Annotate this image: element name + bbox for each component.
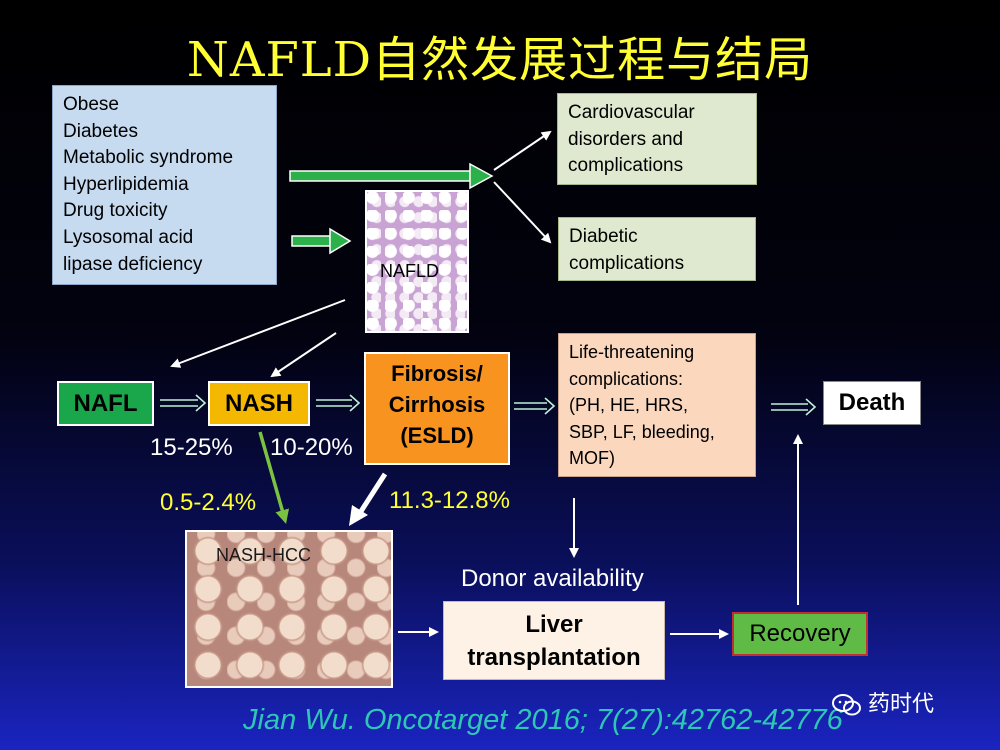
fibrosis-line: Cirrhosis	[388, 392, 486, 417]
diabetic-line: Diabetic	[569, 226, 638, 247]
cardiovascular-box: Cardiovascular disorders and complicatio…	[557, 93, 757, 185]
cardio-line: Cardiovascular	[568, 102, 695, 123]
arrow-nafl-to-nash	[160, 394, 207, 412]
arrow-nafld-to-nafl	[170, 299, 346, 368]
rate-nafl-to-nash: 15-25%	[150, 434, 233, 461]
page-title: NAFLD自然发展过程与结局	[186, 32, 814, 88]
arrow-to-cardio	[493, 130, 552, 171]
nafld-histology-image	[365, 190, 469, 333]
wechat-icon	[832, 694, 861, 716]
cardio-line: disorders and	[568, 128, 684, 150]
arrow-nafld-to-nash	[270, 332, 337, 378]
life-line: Life-threatening	[569, 342, 695, 362]
recovery-box: Recovery	[732, 612, 868, 656]
fibrosis-line: Fibrosis/	[391, 361, 483, 386]
watermark: 药时代	[832, 686, 934, 718]
arrow-fibrosis-to-hcc-head	[349, 505, 368, 526]
arrow-fibrosis-to-hcc	[355, 472, 388, 518]
risk-to-outcomes-arrow	[289, 162, 494, 190]
life-line: MOF)	[569, 448, 615, 468]
liver-transplantation-box: Liver transplantation	[443, 601, 665, 680]
watermark-text: 药时代	[868, 692, 935, 717]
death-stage: Death	[823, 381, 921, 425]
risk-factor: Hyperlipidemia	[63, 173, 189, 195]
donor-availability-label: Donor availability	[461, 565, 644, 592]
arrow-fibrosis-to-life	[514, 397, 556, 415]
fibrosis-line: (ESLD)	[400, 423, 474, 448]
life-line: (PH, HE, HRS,	[569, 395, 689, 415]
life-threatening-box: Life-threatening complications: (PH, HE,…	[558, 333, 756, 477]
risk-factor: Metabolic syndrome	[63, 147, 234, 169]
risk-factor: lipase deficiency	[63, 253, 203, 275]
arrow-life-to-death	[771, 398, 817, 416]
transplant-line: transplantation	[467, 644, 641, 671]
risk-factors-box: Obese Diabetes Metabolic syndrome Hyperl…	[52, 85, 277, 285]
diabetic-line: complications	[569, 252, 685, 274]
nafld-label: NAFLD	[380, 261, 440, 281]
life-line: SBP, LF, bleeding,	[569, 421, 715, 442]
nafl-stage: NAFL	[57, 381, 154, 426]
diabetic-box: Diabetic complications	[558, 217, 756, 281]
citation: Jian Wu. Oncotarget 2016; 7(27):42762-42…	[243, 704, 843, 736]
arrow-nash-to-fibrosis	[316, 394, 361, 412]
risk-factor: Obese	[63, 94, 119, 115]
risk-to-nafld-arrow	[291, 227, 352, 255]
risk-factor: Lysosomal acid	[63, 226, 194, 248]
transplant-line: Liver	[525, 611, 583, 638]
cardio-line: complications	[568, 155, 684, 177]
risk-factor: Diabetes	[63, 120, 138, 142]
nash-hcc-histology-image	[185, 530, 393, 688]
risk-factor: Drug toxicity	[63, 200, 168, 222]
fibrosis-stage: Fibrosis/ Cirrhosis (ESLD)	[364, 352, 510, 465]
nash-hcc-label: NASH-HCC	[216, 545, 312, 565]
rate-nash-to-hcc: 0.5-2.4%	[160, 489, 257, 516]
nash-stage: NASH	[208, 381, 310, 426]
rate-fibrosis-to-hcc: 11.3-12.8%	[389, 487, 510, 514]
arrow-nash-to-hcc	[258, 431, 290, 524]
rate-nash-to-fibrosis: 10-20%	[270, 434, 353, 461]
life-line: complications:	[569, 368, 684, 389]
arrow-to-diabetic	[493, 181, 552, 244]
